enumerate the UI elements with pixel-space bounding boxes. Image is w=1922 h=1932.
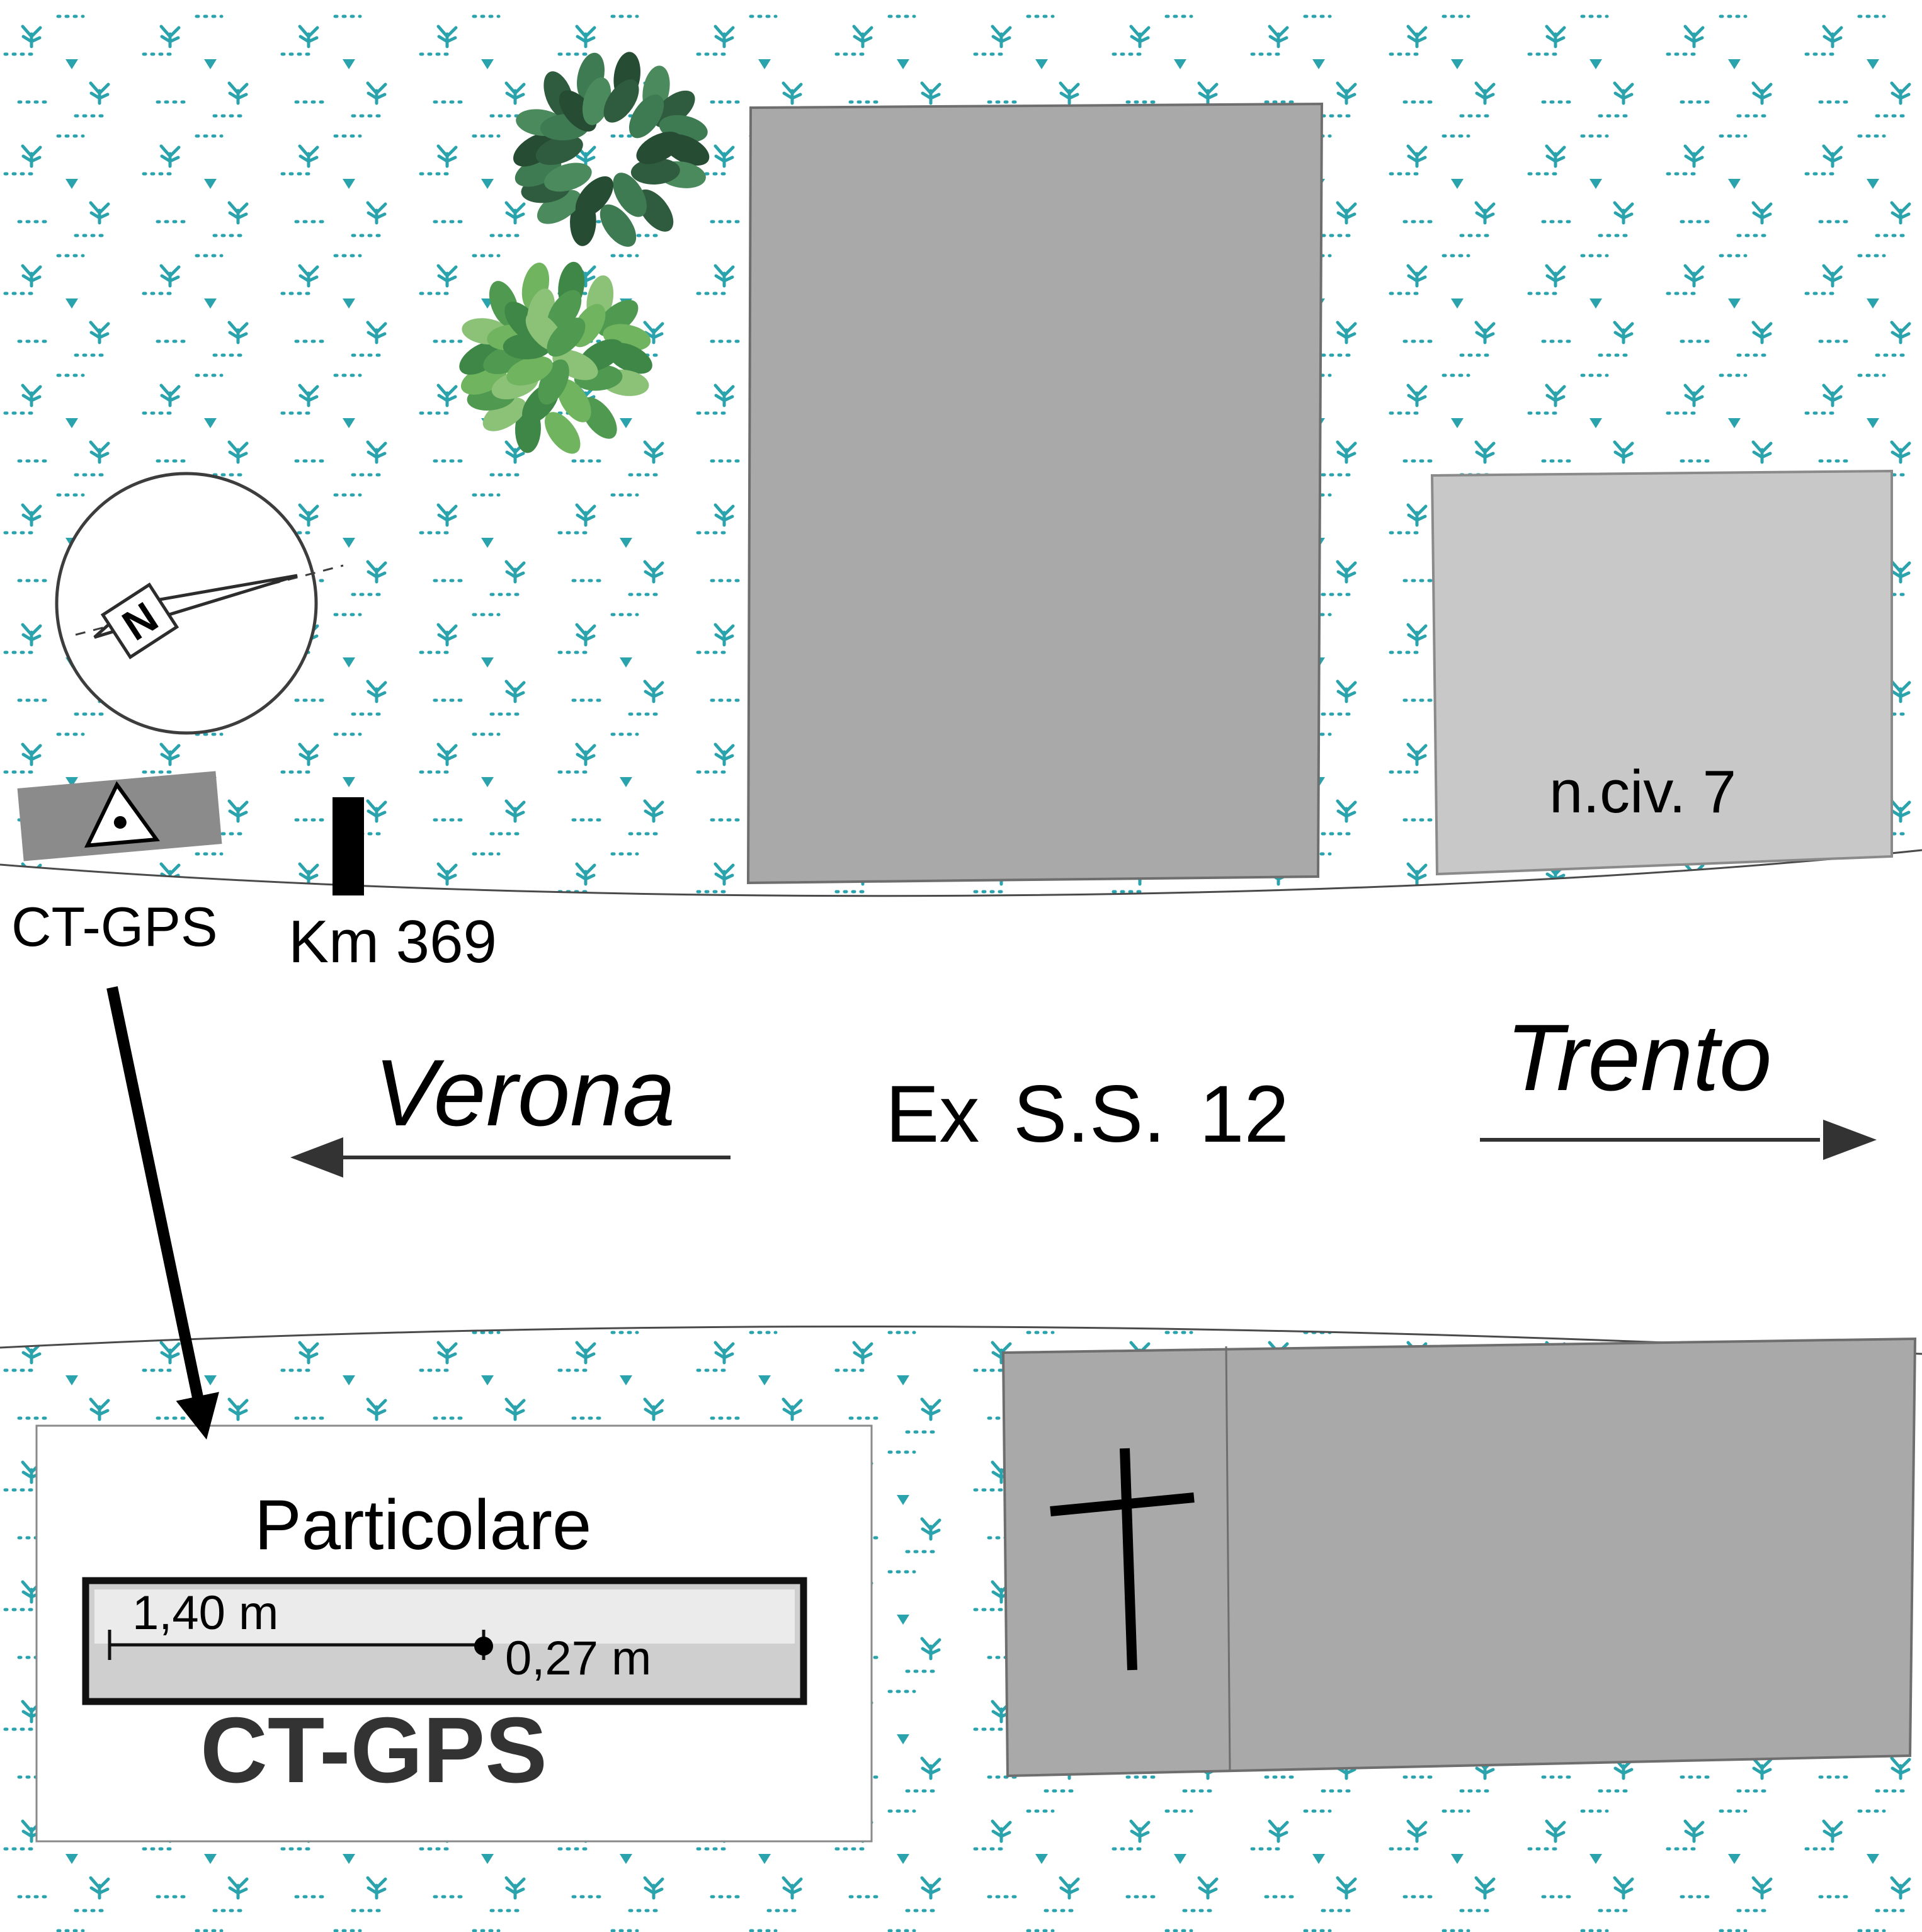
tree-leaf (547, 290, 582, 333)
marker-plan-top-stripe (94, 1589, 795, 1644)
building-nciv7 (1430, 469, 1893, 876)
tree-leaf (636, 132, 682, 164)
building-label: n.civ. 7 (1549, 758, 1736, 826)
building-south (1001, 1337, 1917, 1778)
tree-leaf (544, 162, 592, 192)
tree-dark (513, 52, 710, 247)
offset-label: 0,27 m (505, 1632, 652, 1685)
north-compass: N (55, 472, 344, 735)
trento-direction-arrow (1480, 1120, 1877, 1160)
tree-leaf (535, 135, 583, 165)
tree-leaf (506, 356, 553, 386)
offset-dot (474, 1637, 493, 1656)
road-name-label: Ex S.S. 12 (885, 1069, 1289, 1159)
inset-title: Particolare (254, 1486, 592, 1564)
tree-leaf (613, 173, 647, 217)
tree-leaf (628, 94, 664, 139)
tree-leaf (630, 158, 680, 185)
tree-leaf (600, 204, 637, 247)
tree-leaf (537, 190, 581, 224)
tree-leaf (603, 79, 639, 123)
building-south-divider (1225, 1346, 1231, 1771)
tree-leaf (513, 132, 558, 167)
tree-leaf (637, 189, 674, 232)
length-label: 1,40 m (132, 1586, 279, 1640)
road-upper-edge (0, 849, 1922, 897)
tree-leaf (482, 397, 526, 431)
benchmark-dot (113, 815, 127, 829)
building-main (746, 102, 1324, 885)
tree-light (459, 261, 652, 454)
verona-label: Verona (374, 1040, 676, 1145)
tree-leaf (459, 341, 503, 375)
verona-direction-arrow (290, 1137, 731, 1178)
detail-inset (35, 1424, 873, 1843)
benchmark-label: CT-GPS (11, 895, 218, 958)
milestone-bar (333, 797, 364, 895)
chapel-cross (1050, 1448, 1195, 1671)
trento-label: Trento (1506, 1004, 1772, 1110)
compass-n-box: N (100, 582, 179, 659)
tree-leaf (575, 176, 613, 217)
tree-leaf (544, 412, 581, 454)
benchmark-triangle (84, 781, 160, 848)
road-lower-edge (0, 1325, 1922, 1355)
detail-callout-arrow (106, 986, 219, 1440)
road-band (0, 850, 1922, 1354)
tree-leaf (547, 317, 586, 357)
tree-leaf (557, 378, 591, 423)
gps-benchmark-symbol (17, 771, 222, 861)
milestone-label: Km 369 (288, 908, 497, 975)
inset-caption: CT-GPS (200, 1698, 547, 1802)
